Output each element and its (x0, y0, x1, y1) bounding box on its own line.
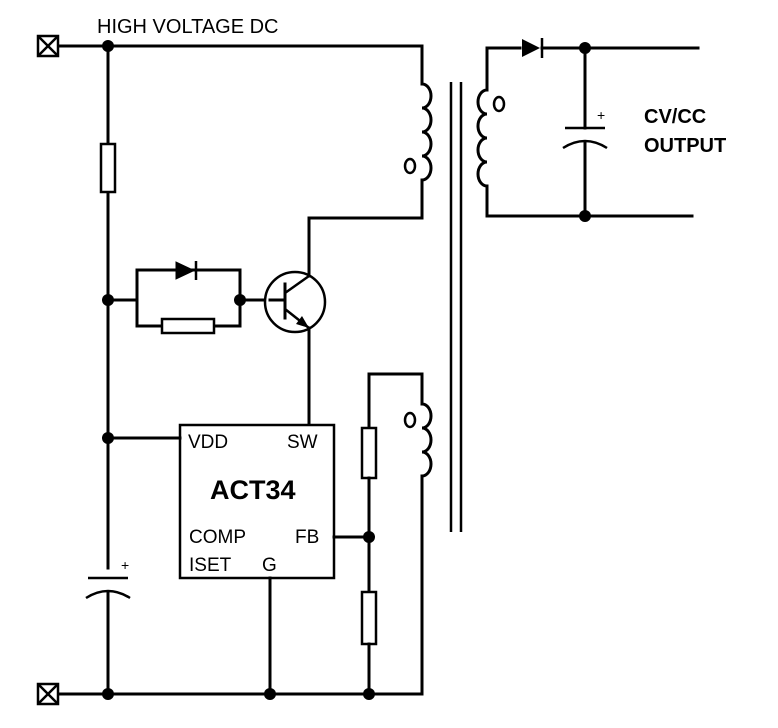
junction-dot (264, 688, 276, 700)
pin-sw-label: SW (287, 432, 318, 453)
input-terminal-ground (36, 682, 60, 706)
feedback-resistor-lower (360, 590, 378, 646)
junction-dot (234, 294, 246, 306)
junction-dot (363, 688, 375, 700)
transformer (403, 58, 506, 532)
act34-chip: VDD SW ACT34 COMP FB ISET G (106, 423, 371, 700)
vdd-capacitor: + (85, 557, 131, 600)
output-diode (522, 38, 544, 58)
pin-comp-label: COMP (189, 527, 246, 548)
pin-vdd-label: VDD (188, 432, 228, 453)
feedback-divider (360, 372, 424, 700)
output-section: + (485, 38, 700, 222)
output-label-line2: OUTPUT (644, 135, 726, 157)
base-diode (175, 261, 198, 280)
capacitor-plus-sign: + (121, 557, 129, 573)
primary-polarity-dot (403, 157, 417, 175)
input-voltage-label: HIGH VOLTAGE DC (97, 16, 279, 38)
aux-polarity-dot (403, 411, 417, 429)
output-label-line1: CV/CC (644, 106, 706, 128)
junction-dot (102, 688, 114, 700)
secondary-polarity-dot (492, 95, 506, 113)
junction-dot (579, 210, 591, 222)
input-terminal-positive (36, 34, 60, 58)
capacitor-plus-sign: + (597, 107, 605, 123)
junction-dot (102, 40, 114, 52)
npn-transistor (263, 216, 327, 427)
startup-resistor (99, 142, 117, 194)
feedback-resistor-upper (360, 426, 378, 480)
base-drive-network (106, 261, 272, 335)
pin-fb-label: FB (295, 527, 319, 548)
base-resistor (160, 317, 216, 335)
chip-name: ACT34 (210, 475, 296, 505)
pin-g-label: G (262, 555, 277, 576)
input-wiring (57, 44, 424, 696)
pin-iset-label: ISET (189, 555, 232, 576)
